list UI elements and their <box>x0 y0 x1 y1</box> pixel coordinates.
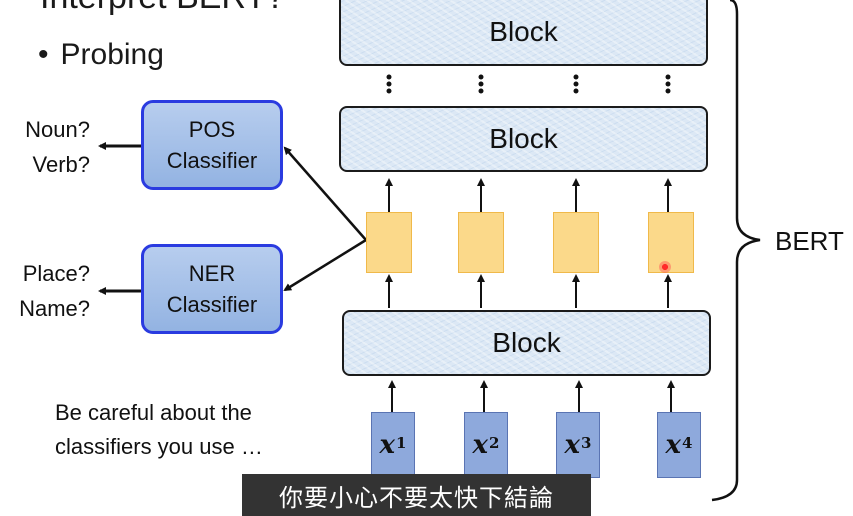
top-block: Block <box>339 0 708 66</box>
bottom-block: Block <box>342 310 711 376</box>
input-token-2-sup: 2 <box>489 434 500 452</box>
bert-label: BERT <box>775 226 844 256</box>
bottom-block-label: Block <box>492 327 561 358</box>
embedding-1 <box>366 212 412 273</box>
pos-classifier-line1: POS <box>188 117 236 142</box>
pos-classifier-line2: Classifier <box>166 148 258 173</box>
ner-classifier: NER Classifier <box>141 244 283 334</box>
embedding-2 <box>458 212 504 273</box>
input-token-4-sup: 4 <box>682 434 693 452</box>
input-token-3-sup: 3 <box>581 434 592 452</box>
embedding-3 <box>553 212 599 273</box>
video-subtitle: 你要小心不要太快下結論 <box>242 474 591 516</box>
input-token-3-base: x <box>564 430 581 460</box>
pos-output-noun: Noun? <box>25 117 90 142</box>
embedding-4 <box>648 212 694 273</box>
caution-note-line1: Be careful about the <box>55 400 252 425</box>
arrows-emb-to-classifiers <box>283 146 367 292</box>
middle-block-label: Block <box>489 123 558 154</box>
input-token-1-sup: 1 <box>396 434 407 452</box>
caution-note: Be careful about the classifiers you use… <box>55 396 263 464</box>
input-token-4-base: x <box>665 430 682 460</box>
ner-output-name: Name? <box>19 296 90 321</box>
ner-classifier-line2: Classifier <box>166 292 258 317</box>
ellipsis-dots <box>386 74 671 94</box>
bullet-text: Probing <box>60 38 164 71</box>
ner-classifier-line1: NER <box>188 261 236 286</box>
bullet-probing: • Probing <box>38 38 164 72</box>
ner-output-labels: Place? Name? <box>0 256 90 326</box>
cursor-highlight-icon <box>659 261 671 273</box>
arrows-classifier-outputs <box>98 142 141 295</box>
pos-output-verb: Verb? <box>32 152 91 177</box>
input-token-1-base: x <box>379 430 396 460</box>
slide-title: Interpret BERT? <box>40 0 285 17</box>
arrows-block-to-emb <box>385 274 672 308</box>
arrows-emb-to-block <box>385 178 672 212</box>
pos-classifier: POS Classifier <box>141 100 283 190</box>
ner-output-place: Place? <box>22 261 90 286</box>
top-block-label: Block <box>489 16 558 47</box>
middle-block: Block <box>339 106 708 172</box>
pos-output-labels: Noun? Verb? <box>0 112 90 182</box>
bullet-dot: • <box>38 38 49 71</box>
input-token-2-base: x <box>472 430 489 460</box>
arrows-input-to-block <box>388 380 675 412</box>
caution-note-line2: classifiers you use … <box>55 434 263 459</box>
bert-brace <box>711 0 761 502</box>
